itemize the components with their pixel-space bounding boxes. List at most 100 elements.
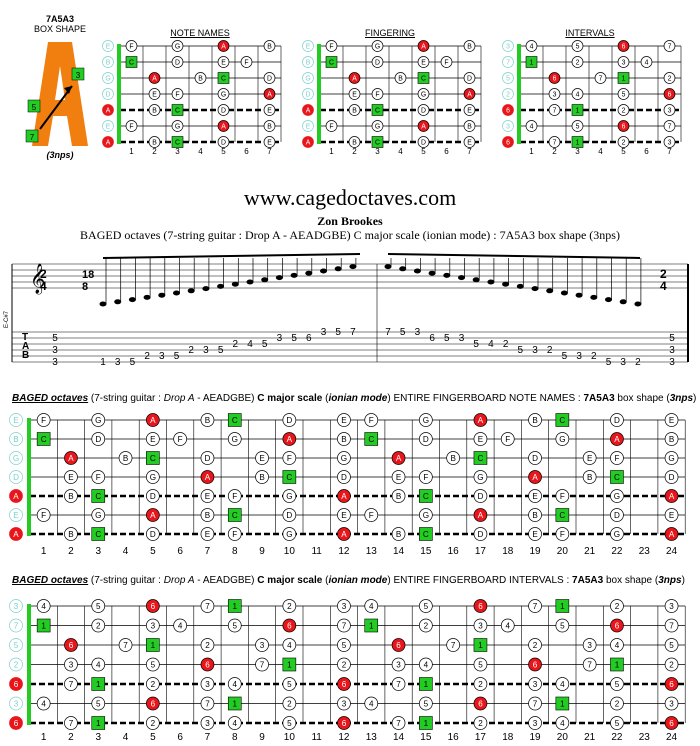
note-label: B [396,530,401,539]
note-label: F [96,473,101,482]
note-label: 2 [478,680,483,689]
note-label: 3 [478,621,483,630]
note-label: D [205,454,211,463]
note-label: 7 [553,139,557,146]
note-label: C [232,511,238,520]
svg-text:5: 5 [52,333,58,344]
note-label: F [329,123,333,130]
note-label: D [478,530,484,539]
note-label: G [232,435,238,444]
fret-number: 7 [267,147,272,156]
note-label: D [375,59,380,66]
note-label: F [129,43,133,50]
box-marker-5: 5 [32,103,37,112]
note-label: 2 [622,107,626,114]
note-label: 1 [424,680,429,689]
svg-text:5: 5 [562,351,568,362]
note-label: E [205,530,211,539]
note-label: 3 [205,719,210,728]
note-label: E [259,454,265,463]
svg-text:2: 2 [503,339,509,350]
fret-number: 22 [611,732,623,743]
fret-number: 20 [557,546,569,557]
note-label: E [532,492,538,501]
fret-number: 21 [584,732,596,743]
svg-text:5: 5 [262,339,268,350]
note-label: E [669,416,675,425]
note-label: 7 [668,43,672,50]
note-label: B [396,492,401,501]
note-label: E [13,416,19,425]
note-label: C [559,416,565,425]
note-label: C [150,454,156,463]
note-label: F [369,511,374,520]
note-label: 4 [530,43,534,50]
note-label: 4 [178,621,183,630]
svg-text:4: 4 [660,279,667,293]
note-label: C [423,492,429,501]
svg-text:3: 3 [277,333,283,344]
fret-number: 7 [667,147,672,156]
note-label: 7 [533,699,538,708]
svg-text:2: 2 [188,345,194,356]
note-label: D [467,75,472,82]
note-label: A [421,43,426,50]
note-label: 4 [369,602,374,611]
site-title: www.cagedoctaves.com [243,185,457,210]
fret-number: 17 [475,546,487,557]
note-label: 1 [96,680,101,689]
svg-text:3: 3 [669,357,675,368]
note-label: E [352,91,357,98]
note-label: 7 [533,602,538,611]
note-label: C [559,511,565,520]
note-label: C [614,473,620,482]
note-label: 3 [587,641,592,650]
note-label: 3 [533,680,538,689]
note-label: 1 [232,699,237,708]
note-label: 3 [622,59,626,66]
box-marker-3: 3 [76,71,81,80]
note-label: E [421,59,426,66]
note-label: A [287,435,293,444]
note-label: A [421,123,426,130]
svg-text:7: 7 [350,327,356,338]
note-label: F [444,59,448,66]
note-label: 5 [287,680,292,689]
svg-text:3: 3 [620,357,626,368]
note-label: E [221,59,226,66]
note-label: 5 [14,641,19,650]
fret-number: 5 [221,147,226,156]
note-label: E [13,511,19,520]
note-label: 4 [424,660,429,669]
svg-text:5: 5 [473,339,479,350]
fret-number: 16 [448,732,460,743]
note-label: 3 [506,123,510,130]
fret-number: 3 [175,147,180,156]
note-label: 3 [506,43,510,50]
note-label: 6 [205,660,210,669]
fret-number: 3 [575,147,580,156]
note-label: 3 [669,699,674,708]
note-label: 2 [205,641,210,650]
fret-number: 1 [129,147,134,156]
note-label: 7 [342,621,347,630]
note-label: B [398,75,403,82]
note-label: 5 [506,75,510,82]
note-label: D [306,91,311,98]
note-label: G [221,91,226,98]
fret-number: 17 [475,732,487,743]
note-label: 6 [287,621,292,630]
note-label: C [329,59,334,66]
note-label: E [669,511,675,520]
fret-number: 22 [611,546,623,557]
note-label: D [150,530,156,539]
note-label: D [221,107,226,114]
note-label: 4 [41,699,46,708]
fret-number: 19 [529,546,541,557]
note-label: 3 [533,719,538,728]
fret-number: 1 [41,546,47,557]
note-label: F [244,59,248,66]
note-label: G [305,75,310,82]
fret-number: 6 [177,732,183,743]
note-label: G [150,473,156,482]
